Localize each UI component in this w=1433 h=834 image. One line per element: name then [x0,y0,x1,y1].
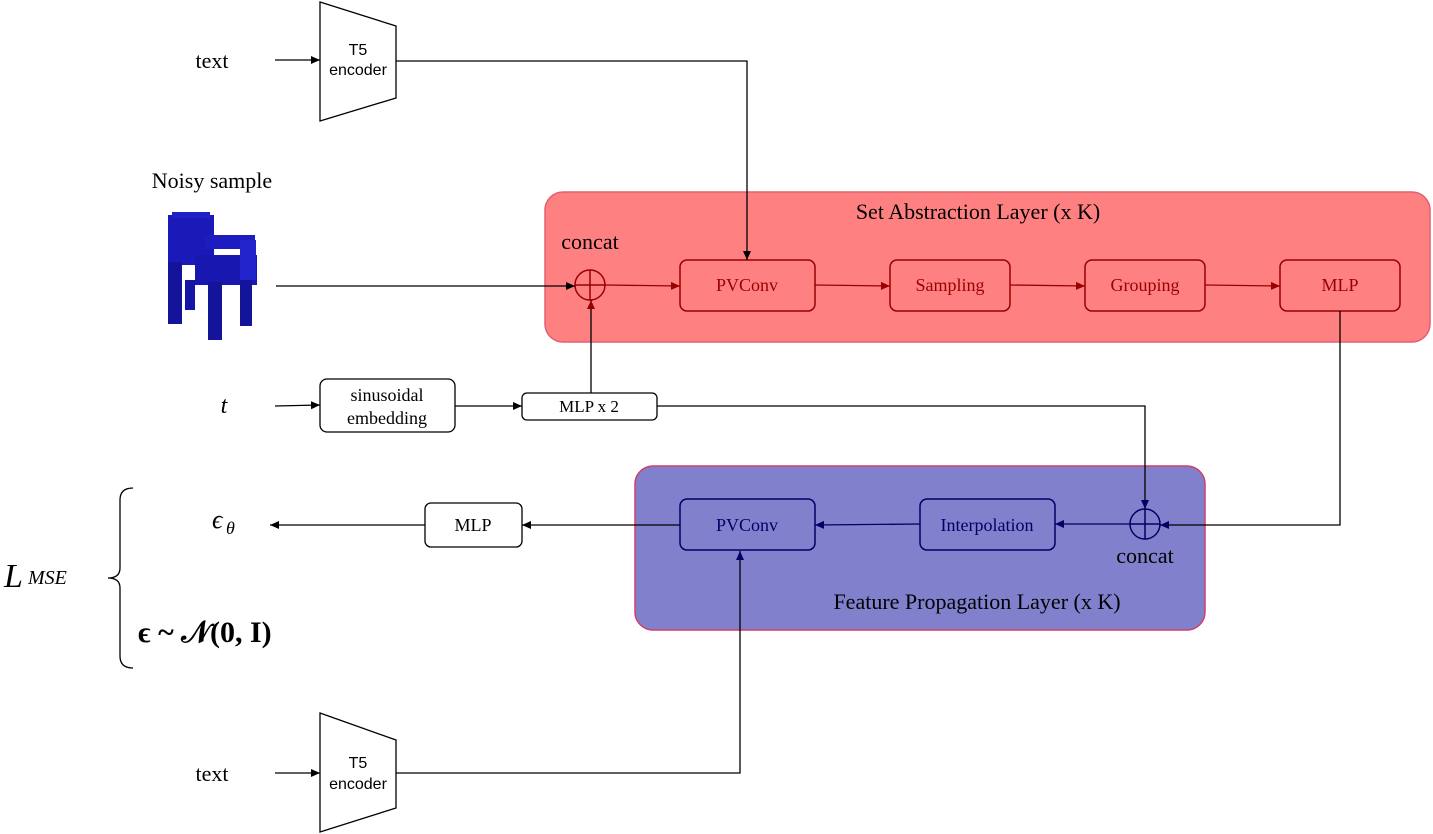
svg-text:θ: θ [226,518,235,538]
set-abstraction-title: Set Abstraction Layer (x K) [856,199,1100,224]
epsilon-theta-label: ϵ θ [212,505,235,538]
svg-text:encoder: encoder [329,776,387,793]
point-cloud-chair-image [168,212,257,340]
arrow-encoder-top-to-sa-pvconv [396,60,751,260]
sinusoidal-embedding-block: sinusoidal embedding [319,378,456,433]
arrow-t-to-embedding [274,401,321,410]
output-mlp-block: MLP [424,502,523,548]
svg-text:MSE: MSE [27,567,67,589]
loss-brace [107,487,134,669]
timestep-label: t [221,393,229,419]
svg-text:encoder: encoder [329,62,387,79]
arrow-encoder-bottom-to-fp-pvconv [396,551,744,774]
svg-text:sinusoidal: sinusoidal [350,385,423,405]
arrow-mlp2-to-fp-concat [657,405,1149,509]
arrow-sa-mlp-to-fp-concat [1160,311,1341,529]
svg-text:PVConv: PVConv [716,515,778,535]
loss-mse-label: L MSE [3,558,67,595]
fp-concat-node [1129,508,1161,540]
svg-text:T5: T5 [349,42,368,59]
arrow-grouping-to-mlp [1204,281,1281,290]
text-input-top: text [196,48,229,73]
feature-propagation-title: Feature Propagation Layer (x K) [833,589,1120,614]
arrow-sampling-to-grouping [1009,281,1086,290]
text-input-bottom: text [196,761,229,786]
sa-concat-node [574,269,606,301]
fp-concat-label: concat [1116,543,1173,568]
noise-target-label: ϵ ~ 𝒩(0, I) [138,616,272,649]
svg-text:Sampling: Sampling [915,275,984,295]
svg-text:embedding: embedding [347,408,427,428]
svg-text:L: L [3,558,23,595]
t5-encoder-top: T5 encoder [319,1,397,122]
mlp-x2-block: MLP x 2 [521,392,658,421]
svg-text:MLP: MLP [1321,275,1358,295]
feature-propagation-layer [634,465,1206,631]
svg-text:T5: T5 [349,755,368,772]
svg-text:MLP: MLP [454,515,491,535]
svg-text:PVConv: PVConv [716,275,778,295]
arrow-interpolation-to-pvconv [814,520,921,529]
svg-text:MLP x 2: MLP x 2 [559,397,619,416]
arrow-concat-to-pvconv [604,281,681,290]
t5-encoder-bottom: T5 encoder [319,712,397,833]
arrow-pvconv-to-sampling [814,281,891,290]
sa-concat-label: concat [561,229,618,254]
set-abstraction-layer [544,191,1431,343]
svg-text:Interpolation: Interpolation [941,515,1034,535]
svg-text:Grouping: Grouping [1111,275,1180,295]
noisy-sample-label: Noisy sample [152,168,272,193]
svg-text:ϵ: ϵ [212,505,224,534]
